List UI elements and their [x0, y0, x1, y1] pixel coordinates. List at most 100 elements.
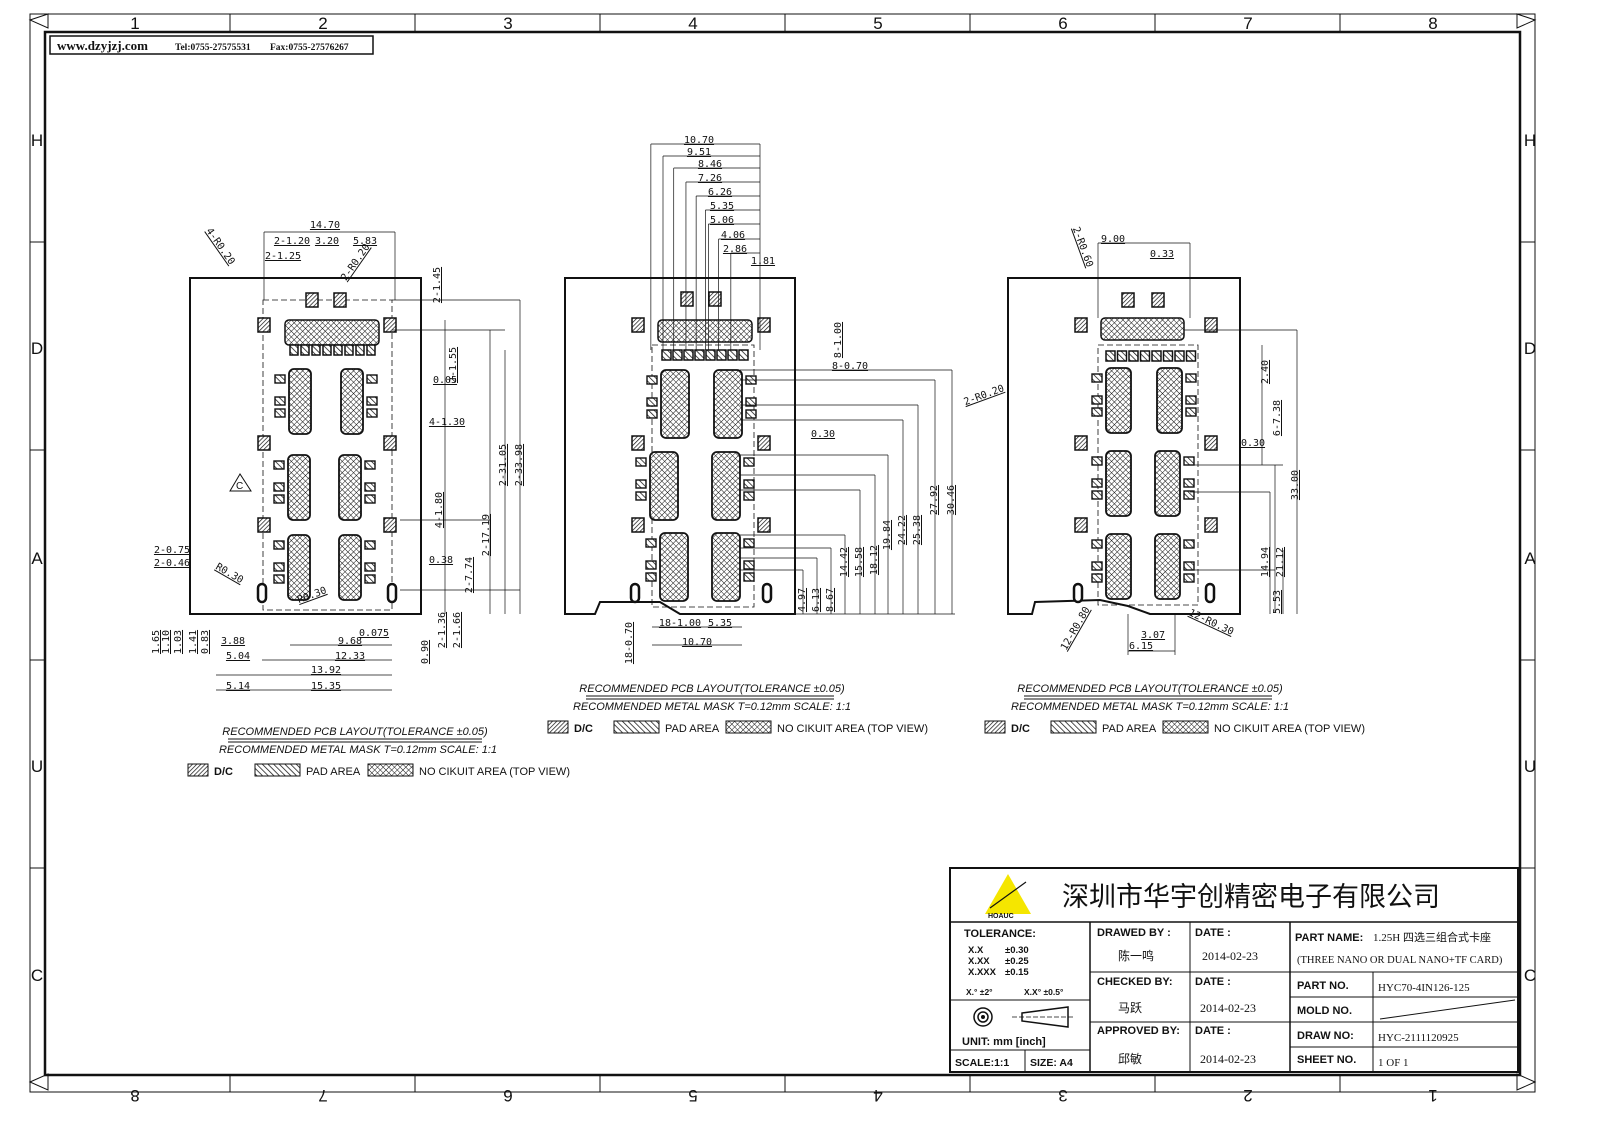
contact-pad	[683, 349, 694, 361]
approved-by-label: APPROVED BY:	[1097, 1025, 1180, 1037]
signal-pad	[743, 560, 755, 570]
dimension-label: 4.06	[721, 230, 745, 241]
logo-text: HOAUC	[988, 913, 1014, 920]
dimension-label: 0.05	[433, 375, 457, 386]
signal-pad	[1183, 539, 1195, 549]
card-no-circuit-area	[659, 532, 689, 602]
column-marker: 8	[130, 1086, 139, 1105]
dimension-label: 5.83	[353, 236, 377, 247]
taper-symbol-icon	[1021, 1006, 1069, 1028]
no-circuit-swatch	[1162, 720, 1209, 734]
column-marker: 7	[318, 1086, 327, 1105]
dimension-label: 5.06	[710, 215, 734, 226]
signal-pad	[1185, 373, 1197, 383]
signal-pad	[364, 540, 376, 550]
orientation-arrow-icon	[1516, 1073, 1537, 1091]
draw-no: HYC-2111120925	[1378, 1032, 1459, 1044]
contact-pad	[1116, 350, 1128, 362]
dc-peg-pad	[383, 517, 397, 533]
dc-peg-pad	[1204, 517, 1218, 533]
dc-peg-pad	[1121, 292, 1135, 308]
contact-pad	[1174, 350, 1185, 362]
dimension-label: 15.58	[854, 547, 865, 577]
oval-hole	[386, 582, 398, 604]
signal-pad	[646, 409, 658, 419]
dimension-label: 7.26	[698, 173, 722, 184]
column-marker: 6	[1058, 14, 1067, 33]
card-no-circuit-area	[340, 368, 364, 435]
contact-pad	[289, 344, 299, 356]
legend-pad: PAD AREA	[1102, 723, 1157, 735]
dimension-label: 5.14	[226, 681, 250, 692]
signal-pad	[1091, 456, 1103, 466]
column-marker: 5	[873, 14, 882, 33]
card-no-circuit-area	[1154, 533, 1181, 600]
orientation-arrow-icon	[28, 13, 49, 29]
caption-mask: RECOMMENDED METAL MASK T=0.12mm SCALE: 1…	[1011, 701, 1289, 713]
dc-peg-pad	[1074, 517, 1088, 533]
column-marker: 4	[873, 1086, 882, 1105]
dimension-label: 4.97	[797, 588, 808, 612]
signal-pad	[645, 572, 657, 582]
caption-mask: RECOMMENDED METAL MASK T=0.12mm SCALE: 1…	[573, 701, 851, 713]
view-2-caption: RECOMMENDED PCB LAYOUT(TOLERANCE ±0.05) …	[573, 683, 851, 713]
dimension-label: 24.22	[897, 515, 908, 545]
dimension-label: 10.70	[682, 637, 712, 648]
card-no-circuit-area	[338, 454, 362, 521]
card-no-circuit-area	[1105, 450, 1132, 517]
dimension-label: 1.03	[173, 630, 184, 654]
signal-pad	[743, 491, 755, 501]
dimension-label: 14.42	[839, 547, 850, 577]
legend-no-circuit: NO CIKUIT AREA (TOP VIEW)	[419, 766, 570, 778]
signal-pad	[745, 409, 757, 419]
contact-pad	[727, 349, 738, 361]
dimension-label: 2-31.05	[498, 444, 509, 486]
part-no-label: PART NO.	[1297, 980, 1349, 992]
dc-peg-pad	[757, 317, 771, 333]
draw-no-label: DRAW NO:	[1297, 1030, 1354, 1042]
signal-pad	[1091, 490, 1103, 500]
signal-pad	[745, 397, 757, 407]
contact-strip: www.dzyjzj.com Tel:0755-27575531 Fax:075…	[49, 35, 374, 55]
tel-text: Tel:0755-27575531	[175, 43, 251, 53]
signal-pad	[635, 457, 647, 467]
dimension-label: 0.38	[429, 555, 453, 566]
row-marker: U	[1524, 757, 1536, 776]
dc-peg-pad	[1151, 292, 1165, 308]
signal-pad	[635, 491, 647, 501]
row-marker: H	[1524, 131, 1536, 150]
signal-pad	[366, 374, 378, 384]
dc-swatch	[547, 720, 569, 734]
projection-symbol-icon	[973, 1007, 993, 1027]
dimension-label: 2-1.36	[437, 612, 448, 648]
dimension-label: 2-33.98	[514, 444, 525, 486]
dimension-label: 2-0.46	[154, 558, 190, 569]
tol-format: X.XXX	[968, 967, 997, 978]
signal-pad	[1183, 456, 1195, 466]
contact-pad	[694, 349, 705, 361]
column-marker: 6	[503, 1086, 512, 1105]
dc-swatch	[984, 720, 1006, 734]
fax-text: Fax:0755-27576267	[270, 43, 349, 53]
orientation-arrow-icon	[1516, 13, 1537, 29]
oval-hole	[1204, 582, 1216, 604]
signal-pad	[1183, 561, 1195, 571]
card-no-circuit-area	[711, 532, 741, 602]
signal-pad	[743, 572, 755, 582]
dimension-label: 1.41	[188, 630, 199, 654]
mold-no-empty-slash	[1379, 999, 1516, 1020]
signal-pad	[364, 494, 376, 504]
no-circuit-swatch	[725, 720, 772, 734]
row-marker: A	[1524, 549, 1536, 568]
pcb-outline	[1007, 277, 1241, 615]
contact-pad	[355, 344, 365, 356]
dimension-label: 0.83	[200, 630, 211, 654]
caption-title: RECOMMENDED PCB LAYOUT(TOLERANCE ±0.05)	[1017, 683, 1283, 695]
contact-pad	[672, 349, 683, 361]
tol-format: X.X	[968, 945, 984, 956]
dc-peg-pad	[1204, 435, 1218, 451]
dimension-label: 5.35	[708, 618, 732, 629]
dc-peg-pad	[1074, 435, 1088, 451]
dimension-label: 2-R0.20	[339, 242, 372, 283]
card-no-circuit-area	[287, 454, 311, 521]
